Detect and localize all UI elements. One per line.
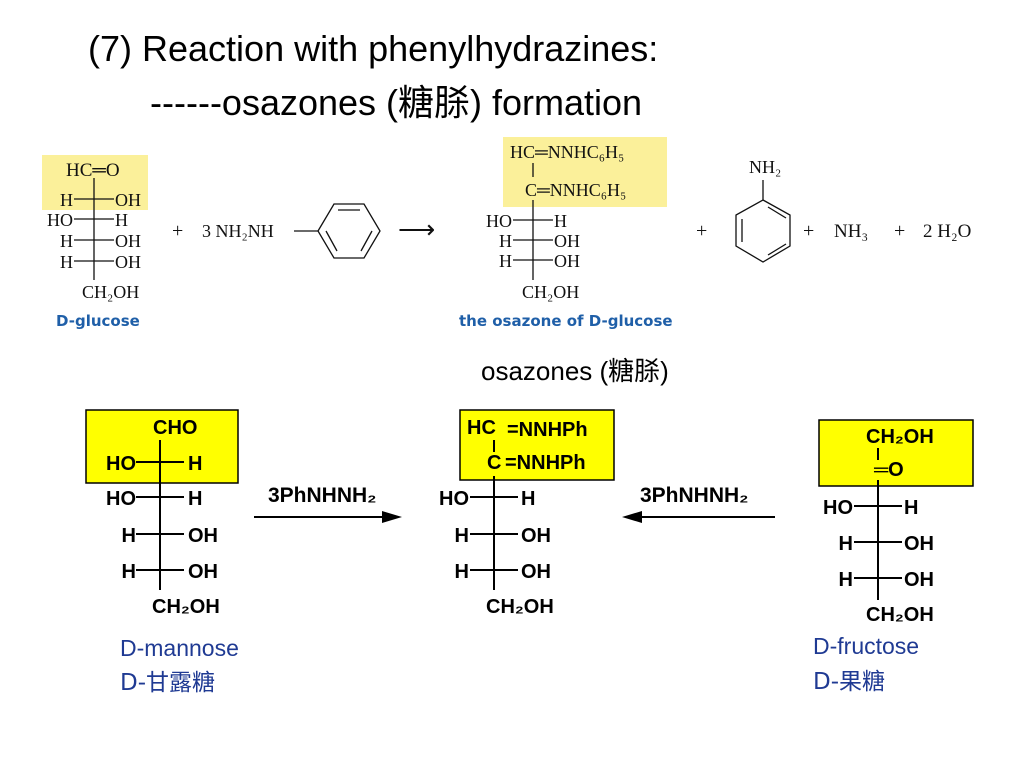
osazone-caption: the osazone of D-glucose: [459, 312, 673, 330]
mannose-highlight-box: [85, 409, 239, 484]
glucose-r3-left: HO: [47, 210, 73, 230]
glucose-fischer-projection: HC═O H OH HO H H OH H OH CH₂OH D-glucose: [42, 155, 148, 330]
osazone-c6: CH₂OH: [522, 282, 579, 302]
glucose-r4-right: OH: [115, 231, 141, 251]
phenylosazone-c6: CH₂OH: [486, 596, 554, 618]
phenylosazone-c2-carbon: C: [487, 452, 501, 474]
glucose-r5-right: OH: [115, 252, 141, 272]
fructose-name-cn: D-果糖: [813, 669, 885, 695]
glucose-c1: HC═O: [66, 160, 120, 181]
phenylosazone-highlight-box: [459, 409, 615, 481]
aniline-nh2: NH₂: [749, 157, 781, 177]
glucose-r5-left: H: [60, 252, 73, 272]
mannose-r2-right: H: [188, 453, 202, 475]
osazone-r3-left: HO: [486, 211, 512, 231]
right-reagent: 3PhNHNH₂: [640, 484, 749, 507]
right-pointing-arrow-icon: [254, 511, 402, 523]
glucose-osazone-fischer-projection: HC═NNHC₆H₅ C═NNHC₆H₅ HO H H OH H OH CH₂O…: [459, 137, 673, 330]
glucose-r4-left: H: [60, 231, 73, 251]
glucose-r3-right: H: [115, 210, 128, 230]
fructose-c2: ═O: [873, 459, 904, 481]
fructose-name-en: D-fructose: [813, 633, 919, 659]
osazone-r5-right: OH: [554, 251, 580, 271]
mannose-fischer-projection: CHO HO H HO H H OH H OH CH₂OH D-mannose …: [85, 409, 239, 696]
phenylosazone-c1-substituent: =NNHPh: [507, 419, 588, 441]
glucose-caption: D-glucose: [56, 312, 140, 330]
glucose-c6: CH₂OH: [82, 282, 139, 302]
glucose-highlight: [42, 155, 148, 210]
fructose-c6: CH₂OH: [866, 604, 934, 626]
phenylosazone-r4-right: OH: [521, 525, 551, 547]
phenylosazone-c1-carbon: HC: [467, 417, 496, 439]
mannose-r4-right: OH: [188, 525, 218, 547]
phenylosazone-r3-right: H: [521, 488, 535, 510]
glucose-r2-left: H: [60, 190, 73, 210]
phenylhydrazine-reagent: 3 NH₂NH: [202, 221, 274, 241]
slide-title-line2: ------osazones (糖脎) formation: [150, 82, 643, 123]
osazones-label: osazones (糖脎): [481, 356, 669, 386]
left-pointing-arrow-icon: [622, 511, 775, 523]
phenylosazone-fischer-projection: HC =NNHPh C =NNHPh HO H H OH H OH CH₂OH: [439, 409, 615, 618]
phenylosazone-r5-right: OH: [521, 561, 551, 583]
mannose-r3-right: H: [188, 488, 202, 510]
fructose-fischer-projection: CH₂OH ═O HO H H OH H OH CH₂OH D-fructose…: [813, 419, 974, 695]
phenylosazone-c2-substituent: =NNHPh: [505, 452, 586, 474]
fructose-r3-left: HO: [823, 497, 853, 519]
osazone-c2: C═NNHC₆H₅: [525, 180, 626, 200]
slide-title-line1: (7) Reaction with phenylhydrazines:: [88, 28, 659, 69]
water: 2 H₂O: [923, 221, 971, 242]
glucose-r2-right: OH: [115, 190, 141, 210]
plus-sign-1: +: [172, 220, 183, 242]
fructose-r3-right: H: [904, 497, 918, 519]
osazone-highlight: [503, 137, 667, 207]
left-reagent: 3PhNHNH₂: [268, 484, 377, 507]
reaction-arrow: ⟶: [398, 215, 435, 244]
phenylosazone-r5-left: H: [455, 561, 469, 583]
osazone-r3-right: H: [554, 211, 567, 231]
plus-sign-3: +: [803, 220, 814, 242]
fructose-highlight-box: [818, 419, 974, 487]
mannose-r3-left: HO: [106, 488, 136, 510]
aniline-benzene-ring-icon: [735, 180, 791, 263]
osazone-c1: HC═NNHC₆H₅: [510, 142, 624, 162]
mannose-r4-left: H: [122, 525, 136, 547]
fructose-r5-left: H: [839, 569, 853, 591]
plus-sign-2: +: [696, 220, 707, 242]
fructose-r4-left: H: [839, 533, 853, 555]
plus-sign-4: +: [894, 220, 905, 242]
osazone-r4-left: H: [499, 231, 512, 251]
ammonia: NH₃: [834, 221, 868, 242]
phenylosazone-r3-left: HO: [439, 488, 469, 510]
fructose-r5-right: OH: [904, 569, 934, 591]
mannose-r5-right: OH: [188, 561, 218, 583]
phenylosazone-r4-left: H: [455, 525, 469, 547]
phenylhydrazine-benzene-ring-icon: [294, 203, 381, 259]
mannose-name-en: D-mannose: [120, 635, 239, 661]
osazone-r4-right: OH: [554, 231, 580, 251]
mannose-c1: CHO: [153, 417, 197, 439]
mannose-r2-left: HO: [106, 453, 136, 475]
mannose-name-cn: D-甘露糖: [120, 670, 215, 696]
fructose-c1: CH₂OH: [866, 426, 934, 448]
fructose-r4-right: OH: [904, 533, 934, 555]
mannose-r5-left: H: [122, 561, 136, 583]
osazone-r5-left: H: [499, 251, 512, 271]
mannose-c6: CH₂OH: [152, 596, 220, 618]
